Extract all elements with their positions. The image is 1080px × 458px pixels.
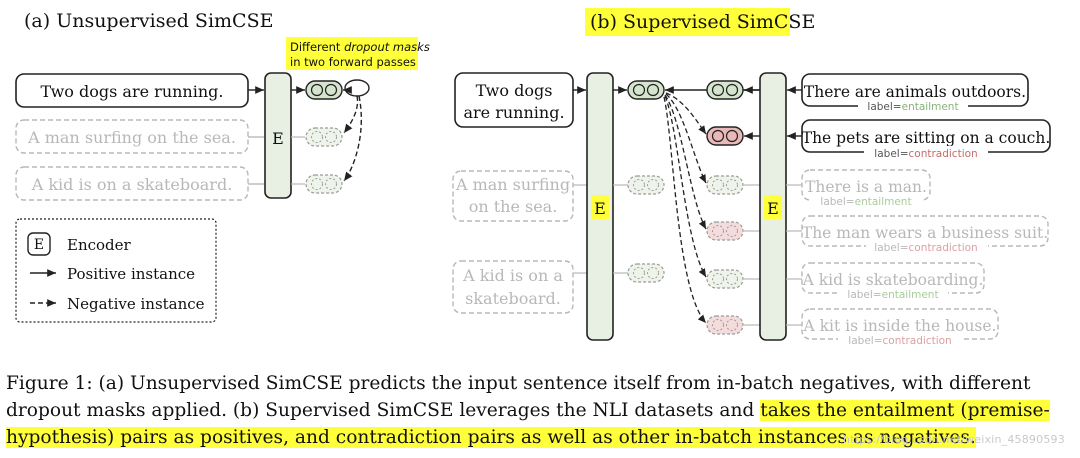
hypothesis-label: label=contradiction [874,148,977,160]
panel-b-title-highlight [585,8,790,36]
svg-text:A kid is on a skateboard.: A kid is on a skateboard. [31,175,233,194]
legend-encoder-symbol [27,232,51,256]
legend-negative-label: Negative instance [67,295,205,313]
panel-b-hypothesis-2: The pets are sitting on a couch. label=c… [801,119,1051,160]
positive-self-loop [344,79,370,97]
panel-a-title: (a) Unsupervised SimCSE [24,10,273,32]
svg-text:A kit is inside the house.: A kit is inside the house. [802,317,996,335]
caption-highlight-2: hypothesis) pairs as positives, and cont… [6,427,976,448]
svg-text:A man surfing: A man surfing [455,175,570,194]
svg-text:E: E [594,199,606,218]
panel-b-input-3: A kid is on a skateboard. [452,260,574,314]
svg-text:Two dogs: Two dogs [476,81,553,100]
dropout-note-highlight [286,37,418,70]
legend-positive-label: Positive instance [67,265,195,283]
panel-a-sentence-1: Two dogs are running. [15,73,249,108]
hypothesis-label: label=entailment [847,289,938,301]
caption-highlight-1: takes the entailment (premise- [760,400,1050,421]
dropout-note-line2: in two forward passes [290,55,416,69]
svg-text:E: E [34,237,44,253]
panel-b-hypothesis-embedding-1 [706,80,744,100]
hypothesis-label: label=contradiction [874,242,977,254]
panel-b-premise-embedding-2 [627,175,665,195]
watermark: https://blog.csdn.net/weixin_45890593 [843,433,1065,446]
dropout-note-line1: Different dropout masks [290,40,430,54]
svg-text:E: E [767,199,779,218]
negative-arrow-1 [343,95,359,134]
caption-line-2: dropout masks applied. (b) Supervised Si… [6,400,1050,421]
panel-a-embedding-2 [305,127,343,147]
panel-b-input-2: A man surfing on the sea. [452,170,574,222]
svg-text:are running.: are running. [463,103,564,122]
hypothesis-label: label=entailment [820,196,911,208]
svg-text:The man wears a business suit.: The man wears a business suit. [802,224,1048,242]
panel-b-hypothesis-embedding-3 [706,175,744,195]
svg-text:The pets are sitting on a couc: The pets are sitting on a couch. [802,129,1051,147]
svg-text:A kid is skateboarding.: A kid is skateboarding. [802,271,984,289]
panel-b-hypothesis-embedding-6 [706,315,744,335]
panel-b-input-1: Two dogs are running. [454,72,574,128]
svg-text:E: E [272,129,284,148]
figure-caption: Figure 1: (a) Unsupervised SimCSE predic… [6,370,1072,451]
negative-arrow-2 [343,95,362,182]
panel-b-encoder-right: E [759,72,787,341]
svg-text:on the sea.: on the sea. [469,197,558,216]
legend-encoder-label: Encoder [67,236,132,254]
caption-line-1: Figure 1: (a) Unsupervised SimCSE predic… [6,373,1031,394]
panel-b-hypothesis-6: A kit is inside the house. label=contrad… [801,308,999,347]
negative-arrows [663,92,707,324]
panel-a-sentence-2: A man surfing on the sea. [15,119,249,154]
panel-b-encoder-left: E [586,72,614,341]
panel-b-hypothesis-embedding-5 [706,269,744,289]
svg-text:skateboard.: skateboard. [465,289,561,308]
caption-line-3: hypothesis) pairs as positives, and cont… [6,424,1072,451]
panel-b-hypothesis-embedding-2 [706,126,744,146]
panel-b-hypothesis-3: There is a man. label=entailment [801,169,931,208]
hypothesis-label: label=contradiction [848,335,951,347]
panel-b-hypothesis-embedding-4 [706,221,744,241]
simcse-figure: (a) Unsupervised SimCSE Different dropou… [15,8,1051,347]
svg-text:Two dogs are running.: Two dogs are running. [41,82,224,101]
panel-a-embedding-3 [305,174,343,194]
panel-b-title: (b) Supervised SimCSE [590,11,815,33]
panel-b-hypothesis-4: The man wears a business suit. label=con… [801,215,1049,254]
svg-text:A kid is on a: A kid is on a [462,266,563,285]
legend: E Encoder Positive instance Negative ins… [15,218,217,323]
panel-a-sentence-3: A kid is on a skateboard. [15,166,249,201]
svg-text:A man surfing on the sea.: A man surfing on the sea. [27,128,236,147]
panel-b-hypothesis-5: A kid is skateboarding. label=entailment [801,262,985,301]
panel-b-hypothesis-1: There are animals outdoors. label=entail… [801,73,1029,113]
panel-b-premise-embedding-3 [627,263,665,283]
panel-b-premise-embedding-1 [627,80,665,100]
panel-a-encoder: E [264,72,292,199]
panel-a-embedding-1 [305,80,343,100]
svg-text:There is a man.: There is a man. [805,178,927,196]
svg-text:There are animals outdoors.: There are animals outdoors. [804,83,1026,101]
hypothesis-label: label=entailment [867,101,958,113]
